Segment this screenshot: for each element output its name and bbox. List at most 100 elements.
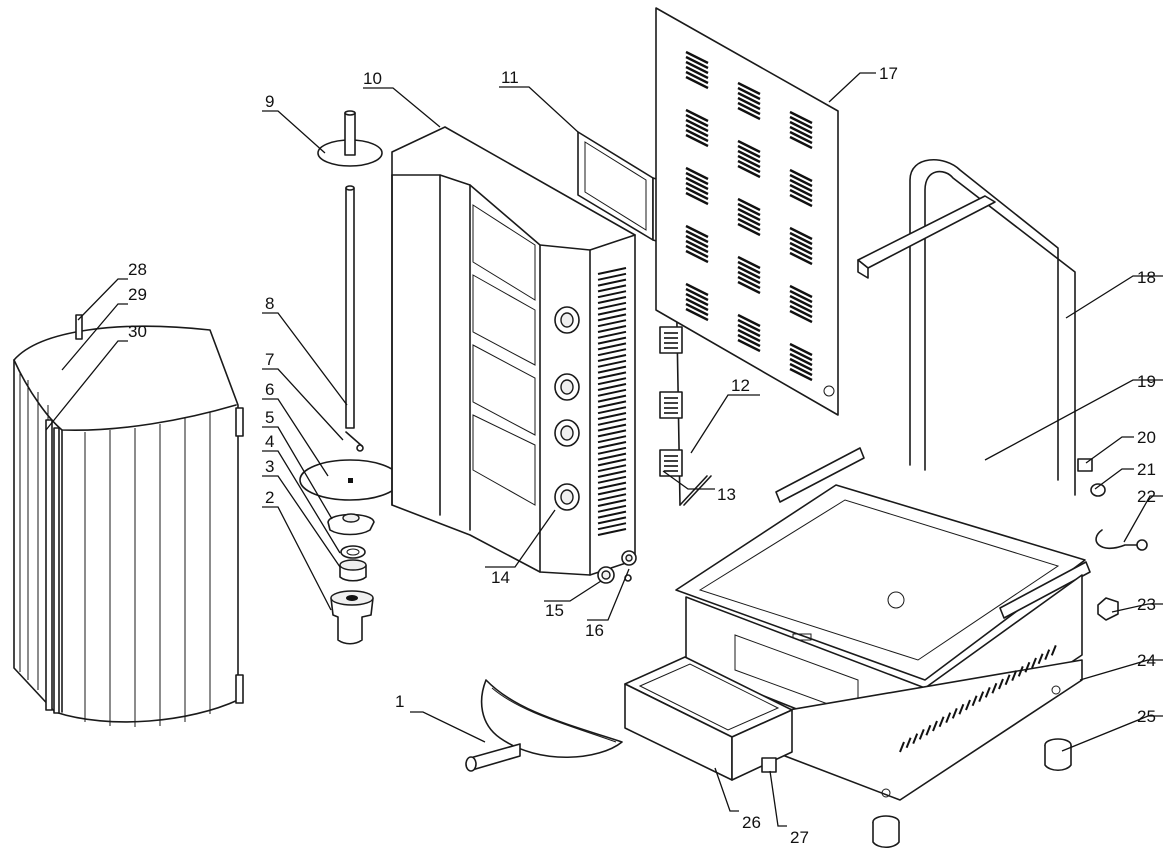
vent-slot	[597, 528, 627, 536]
label-14: 14	[491, 568, 510, 587]
label-8: 8	[265, 294, 274, 313]
vent-slot	[597, 481, 627, 490]
valve	[659, 449, 683, 477]
vent-slot	[789, 347, 813, 362]
vent-slot	[789, 120, 813, 135]
vent-slot	[789, 342, 813, 357]
vent-slot	[597, 464, 627, 473]
vent-slot	[789, 193, 813, 208]
label-1: 1	[395, 692, 404, 711]
vent-slot	[685, 65, 709, 80]
vent-slot	[905, 737, 912, 749]
vent-slot	[737, 149, 761, 164]
vent-slot	[597, 342, 627, 351]
vent-slot	[685, 166, 709, 181]
vent-slot	[597, 319, 627, 328]
vent-slot	[789, 125, 813, 140]
vent-slot	[789, 246, 813, 261]
vent-slot	[597, 487, 627, 496]
label-12: 12	[731, 376, 750, 395]
vent-slot	[789, 289, 813, 304]
back-panel	[655, 7, 839, 416]
vent-slot	[789, 357, 813, 372]
vent-slot	[958, 703, 965, 715]
vent-slot	[685, 75, 709, 90]
vent-slot	[737, 101, 761, 116]
vent-slot	[597, 504, 627, 513]
label-30: 30	[128, 322, 147, 341]
label-6: 6	[265, 380, 274, 399]
vent-slot	[597, 301, 627, 310]
vent-slot	[597, 284, 627, 293]
vent-slot	[789, 178, 813, 193]
vent-slot	[789, 110, 813, 125]
vent-slot	[737, 255, 761, 270]
label-10: 10	[363, 69, 382, 88]
label-23: 23	[1137, 595, 1156, 614]
label-2: 2	[265, 488, 274, 507]
vent-slot	[597, 423, 627, 432]
vent-slot	[597, 325, 627, 333]
vent-slot	[965, 699, 971, 711]
vent-slot	[597, 388, 627, 397]
vent-slot	[737, 313, 761, 328]
label-29: 29	[128, 285, 147, 304]
vent-slot	[789, 309, 813, 324]
label-11: 11	[501, 68, 519, 87]
vent-slot	[597, 441, 627, 449]
vent-slot	[685, 128, 709, 143]
vent-slot	[597, 400, 627, 409]
vent-slot	[597, 272, 627, 281]
valve	[659, 391, 683, 419]
label-19: 19	[1137, 372, 1156, 391]
label-18: 18	[1137, 268, 1156, 287]
vent-slot	[789, 188, 813, 203]
vent-slot	[597, 470, 627, 478]
vent-slot	[737, 280, 761, 295]
vent-slot	[685, 302, 709, 317]
vent-slot	[737, 333, 761, 348]
vent-slot	[789, 115, 813, 130]
vent-slot	[685, 70, 709, 85]
vent-slot	[597, 446, 627, 455]
vent-slot	[737, 164, 761, 179]
vent-slot	[685, 234, 709, 249]
vent-slot	[737, 338, 761, 353]
label-5: 5	[265, 408, 274, 427]
vent-slot	[737, 207, 761, 222]
vent-slot	[1004, 674, 1011, 686]
vent-slot	[1044, 649, 1051, 660]
vent-slot	[685, 133, 709, 148]
label-22: 22	[1137, 487, 1156, 506]
vent-slot	[597, 383, 627, 391]
vent-slot	[737, 217, 761, 232]
vent-slot	[597, 429, 627, 438]
vent-slot	[789, 284, 813, 299]
label-9: 9	[265, 92, 274, 111]
vent-slot	[685, 307, 709, 322]
vent-slot	[685, 249, 709, 264]
vent-slot	[1037, 653, 1044, 665]
vent-slot	[789, 236, 813, 251]
vent-slot	[597, 354, 627, 362]
label-17: 17	[879, 64, 898, 83]
vent-slot	[789, 299, 813, 314]
vent-slot	[597, 359, 627, 368]
label-13: 13	[717, 485, 736, 504]
vent-slot	[789, 294, 813, 309]
vent-slot	[932, 720, 938, 732]
vent-slot	[945, 712, 952, 723]
vent-slot	[1017, 666, 1024, 677]
vent-slot	[737, 275, 761, 290]
vent-slot	[685, 108, 709, 123]
vent-slot	[597, 522, 627, 531]
label-16: 16	[585, 621, 604, 640]
vent-slot	[685, 239, 709, 254]
vent-slot	[789, 231, 813, 246]
vent-slot	[737, 328, 761, 343]
vent-slot	[685, 50, 709, 65]
vent-slot	[597, 493, 627, 502]
vent-slot	[597, 406, 627, 415]
frame-handle	[857, 159, 1076, 496]
